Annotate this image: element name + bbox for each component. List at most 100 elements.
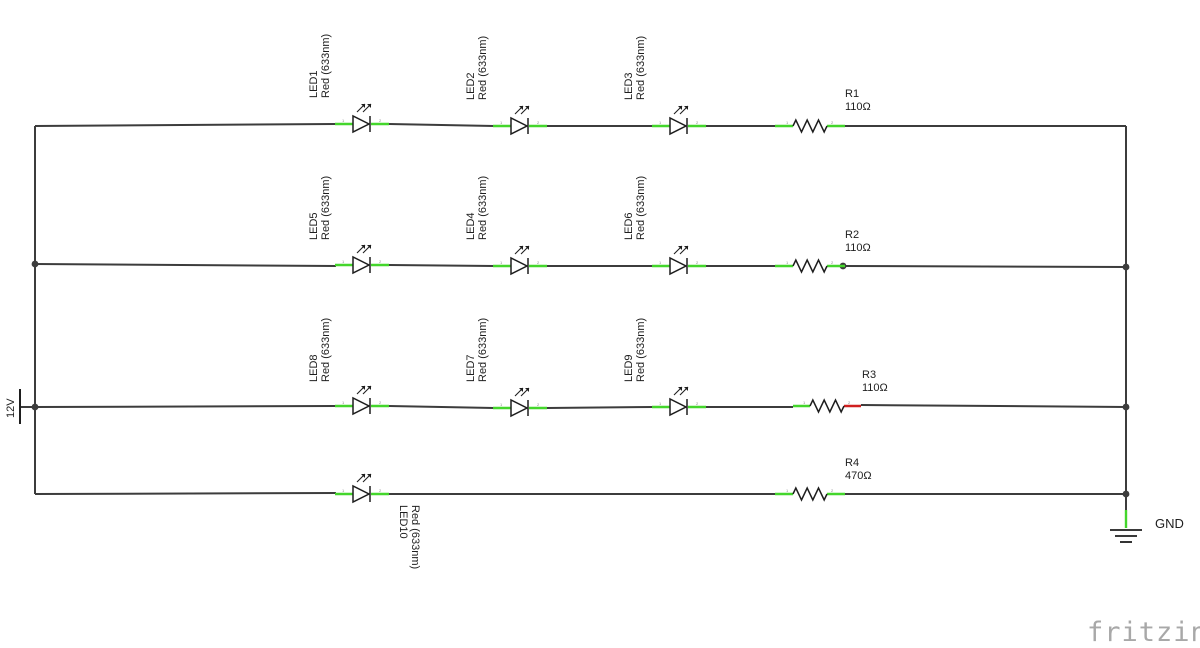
light-emission-icon — [356, 473, 372, 483]
light-emission-icon — [673, 386, 689, 396]
resistor-name-label: R2 — [845, 229, 859, 241]
junction-dot — [1122, 403, 1130, 411]
resistor-value-label: 110Ω — [862, 382, 888, 394]
resistor-name-label: R3 — [862, 369, 876, 381]
light-emission-icon — [514, 387, 530, 397]
light-emission-icon — [356, 103, 372, 113]
diode-triangle — [669, 256, 688, 276]
pin-number: 1 — [786, 488, 789, 493]
resistor-zigzag — [792, 258, 828, 274]
led-color-label: Red (633nm) — [409, 505, 421, 569]
resistor-value-label: 110Ω — [845, 101, 871, 113]
diode-triangle — [352, 484, 371, 504]
pin-number: 1 — [786, 260, 789, 265]
led-color-label: Red (633nm) — [635, 176, 647, 240]
diode-triangle — [510, 398, 529, 418]
supply-label: 12V — [5, 398, 17, 418]
pin-number: 2 — [848, 400, 851, 405]
row2-wire-e[interactable] — [844, 265, 1127, 268]
led-color-label: Red (633nm) — [320, 176, 332, 240]
pin-number: 2 — [696, 401, 699, 406]
led-color-label: Red (633nm) — [320, 34, 332, 98]
pin-number: 1 — [342, 259, 345, 264]
row1-wire-b[interactable] — [388, 123, 495, 127]
pin-number: 2 — [696, 260, 699, 265]
pin-number: 2 — [696, 120, 699, 125]
led-color-label: Red (633nm) — [477, 318, 489, 382]
row2-wire-a[interactable] — [34, 263, 337, 267]
row3-wire-b[interactable] — [388, 405, 495, 409]
led-name-label: LED4 — [465, 212, 477, 240]
pin-number: 2 — [537, 120, 540, 125]
row3-wire-e[interactable] — [860, 404, 1127, 408]
pin-number: 2 — [537, 260, 540, 265]
junction-dot — [31, 403, 39, 411]
row2-wire-b[interactable] — [388, 264, 495, 267]
supply-symbol[interactable]: 12V — [5, 389, 21, 424]
led-name-label: LED7 — [465, 354, 477, 382]
led-name-label: LED10 — [397, 505, 409, 539]
diode-triangle — [352, 114, 371, 134]
pin-number: 2 — [379, 118, 382, 123]
diode-triangle — [669, 397, 688, 417]
light-emission-icon — [673, 245, 689, 255]
led-name-label: LED9 — [623, 354, 635, 382]
led-name-label: LED1 — [308, 70, 320, 98]
pin-number: 2 — [379, 488, 382, 493]
led-name-label: LED6 — [623, 212, 635, 240]
junction-dot — [1122, 263, 1130, 271]
diode-triangle — [510, 116, 529, 136]
resistor-name-label: R1 — [845, 88, 859, 100]
junctions — [31, 260, 1130, 498]
pin-number: 2 — [831, 260, 834, 265]
pin-number: 1 — [342, 488, 345, 493]
resistor-zigzag — [792, 486, 828, 502]
ground-label: GND — [1155, 516, 1184, 531]
pin-number: 1 — [659, 401, 662, 406]
led-name-label: LED2 — [465, 72, 477, 100]
pin-number: 1 — [786, 120, 789, 125]
resistor-value-label: 470Ω — [845, 470, 872, 482]
row1-wire-a[interactable] — [34, 123, 337, 127]
led-color-label: Red (633nm) — [477, 176, 489, 240]
resistor-name-label: R4 — [845, 457, 859, 469]
row3-wire-a[interactable] — [34, 405, 337, 408]
led-name-label: LED8 — [308, 354, 320, 382]
pin-number: 1 — [342, 400, 345, 405]
light-emission-icon — [356, 385, 372, 395]
pin-number: 1 — [659, 120, 662, 125]
diode-triangle — [669, 116, 688, 136]
diode-triangle — [352, 396, 371, 416]
wires — [20, 123, 1127, 512]
row4-wire-a[interactable] — [34, 492, 337, 495]
led-name-label: LED5 — [308, 212, 320, 240]
led-color-label: Red (633nm) — [477, 36, 489, 100]
led-name-label: LED3 — [623, 72, 635, 100]
row3-wire-c[interactable] — [546, 406, 654, 409]
ground-symbol[interactable]: GND — [1110, 510, 1184, 543]
led-color-label: Red (633nm) — [635, 36, 647, 100]
led-color-label: Red (633nm) — [320, 318, 332, 382]
pin-number: 2 — [379, 400, 382, 405]
pin-number: 2 — [831, 120, 834, 125]
pin-number: 2 — [831, 488, 834, 493]
light-emission-icon — [514, 245, 530, 255]
pin-number: 1 — [659, 260, 662, 265]
